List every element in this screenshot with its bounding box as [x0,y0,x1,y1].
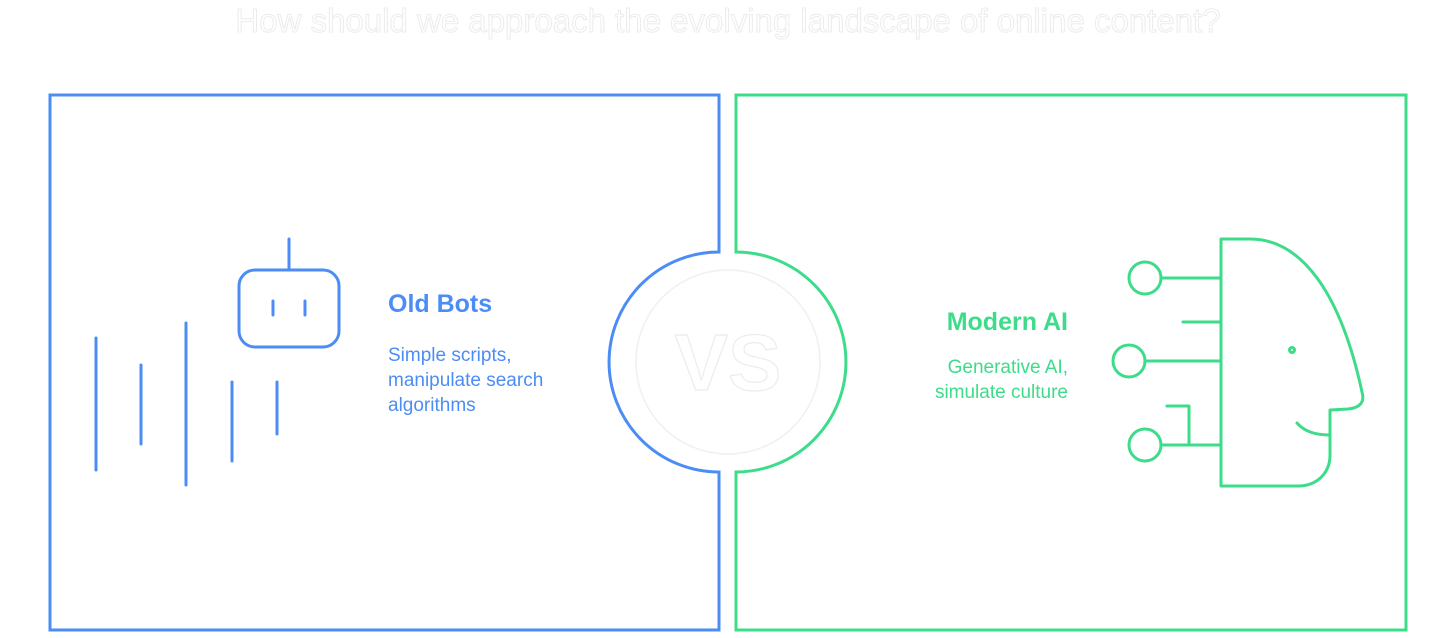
vs-label: VS [675,318,782,407]
ai-head-circuit-icon [1111,237,1365,488]
robot-icon [237,237,341,349]
old-bots-description: Simple scripts, manipulate search algori… [388,343,543,418]
page-title: How should we approach the evolving land… [235,2,1221,40]
vs-inner-circle [635,269,821,455]
right-panel [734,93,1408,632]
description-line: algorithms [388,395,476,416]
description-line: Generative AI, [947,357,1068,378]
description-line: manipulate search [388,370,544,391]
modern-ai-heading: Modern AI [946,308,1068,336]
left-panel [48,93,721,632]
modern-ai-description: Generative AI, simulate culture [935,355,1068,405]
old-bots-heading: Old Bots [388,290,493,318]
description-line: Simple scripts, [388,345,512,366]
speed-lines-icon [94,321,279,487]
description-line: simulate culture [934,382,1068,403]
